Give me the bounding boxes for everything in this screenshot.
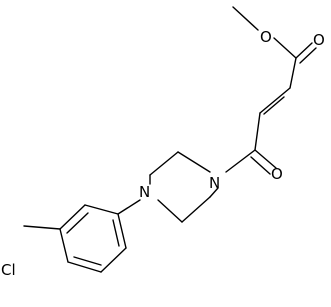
atom-ester-oxygen: O bbox=[260, 28, 272, 46]
bond-phenyl-cl bbox=[23, 225, 61, 230]
atom-label-layer: O O O N N Cl bbox=[1, 28, 325, 279]
bond-methyl-o bbox=[232, 6, 259, 31]
bond-ph-6 bbox=[117, 213, 127, 249]
bond-ph-5 bbox=[100, 247, 127, 273]
bond-alkene-ketone bbox=[254, 112, 261, 151]
bond-ph-inner-1 bbox=[66, 212, 89, 234]
bond-pip-4 bbox=[157, 199, 183, 223]
bond-ketone-n bbox=[225, 149, 256, 173]
bond-pip-5 bbox=[181, 196, 211, 223]
atom-ketone-oxygen: O bbox=[271, 165, 283, 183]
bond-pip-6 bbox=[209, 187, 219, 198]
bond-pip-2 bbox=[149, 151, 179, 176]
bond-pip-1 bbox=[177, 151, 211, 173]
bond-ph-1 bbox=[84, 204, 119, 215]
bond-n-phenyl bbox=[117, 199, 141, 215]
bond-ph-inner-3 bbox=[112, 219, 120, 247]
bond-carbonyl-alkene bbox=[289, 57, 297, 89]
bond-alkene-double-b bbox=[263, 96, 285, 115]
bond-ester-carbonyl-double-a bbox=[295, 42, 313, 59]
bond-o-carbonyl bbox=[273, 37, 297, 59]
atom-aryl-nitrogen: N bbox=[139, 183, 150, 201]
atom-ester-carbonyl-oxygen: O bbox=[313, 31, 325, 49]
bond-ph-inner-2 bbox=[73, 256, 102, 266]
bond-layer bbox=[23, 6, 317, 273]
bond-ester-carbonyl-double-b bbox=[299, 47, 317, 64]
bond-ph-4 bbox=[67, 261, 102, 273]
atom-acyl-nitrogen: N bbox=[209, 174, 220, 192]
bond-ph-2 bbox=[59, 204, 86, 230]
bond-alkene-double-a bbox=[259, 87, 291, 114]
bond-ketone-double-a bbox=[254, 149, 277, 169]
bond-ketone-double-b bbox=[250, 156, 271, 175]
atom-chlorine: Cl bbox=[1, 261, 16, 279]
bond-ph-3 bbox=[59, 228, 69, 263]
